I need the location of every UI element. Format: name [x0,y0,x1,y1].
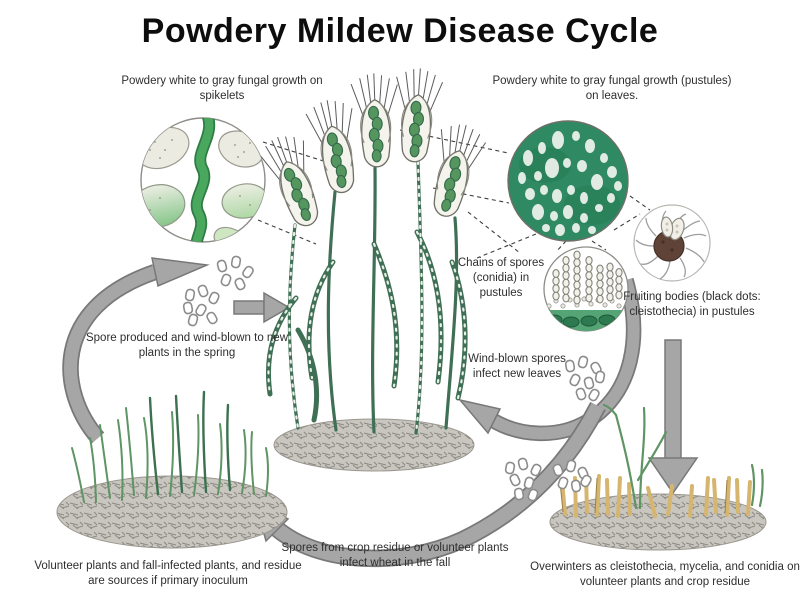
spikelet-inset-circle [140,117,266,243]
leaf-pustules-inset-circle [507,120,629,242]
conidia-chains-inset-circle [543,246,629,332]
volunteer-plants-illustration [56,390,288,549]
label-volunteer-source: Volunteer plants and fall-infected plant… [34,560,302,587]
label-conidia-chains: Chains of spores (conidia) in pustules [457,257,545,299]
label-leaves: Powdery white to gray fungal growth (pus… [492,75,732,102]
label-spikelets: Powdery white to gray fungal growth on s… [121,75,323,102]
page-title: Powdery Mildew Disease Cycle [141,12,659,50]
label-spring-spores: Spore produced and wind-blown to new pla… [85,332,289,359]
overwinter-residue-illustration [549,403,767,551]
cycle-arrow-spring-upleft [62,257,210,444]
cycle-arrow-overwinter-down [647,339,699,495]
label-fruiting-bodies: Fruiting bodies (black dots: cleistothec… [623,291,761,318]
cleistothecia-inset-circle [633,204,711,282]
wheat-plants-illustration [255,66,490,472]
label-overwinter: Overwinters as cleistothecia, mycelia, a… [530,561,800,588]
label-fall-infection: Spores from crop residue or volunteer pl… [281,542,509,569]
cycle-arrow-to-wheat [233,291,291,324]
label-wind-blown: Wind-blown spores infect new leaves [468,353,566,380]
